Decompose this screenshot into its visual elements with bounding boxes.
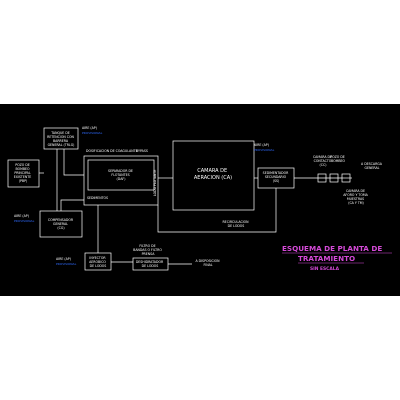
aire-bottom-label: AIRE (AP) (56, 257, 71, 261)
camara-aforo-label: CAMARA DE AFORO Y TOMA MUESTRAS (CA Y TM… (343, 189, 369, 205)
aire-bottom-note: PROVISIONAL (56, 262, 77, 266)
deshidratador-line: DESHIDRATADOR (136, 260, 164, 264)
node-labels: POZO DE BOMBEO PRINCIPAL EXISTENTE (PBP)… (14, 131, 290, 268)
camara-aeracion-label: CAMARA DE AERACION (CA) (194, 168, 232, 181)
tanque-retencion-label: TANQUE DE RETENCION CON BARRERA GENERAL … (47, 131, 75, 147)
compensador-label: COMPENSADOR GENERAL (CG) (48, 218, 74, 230)
contacto-line: CAMARA DE (313, 155, 332, 159)
pozo-right-line: POZO DE (330, 155, 345, 159)
filtro-label: FILTRO DE BANDAS O FILTRO PRENSA (133, 244, 163, 256)
separador-inner-box (87, 159, 155, 191)
pozo-bombeo-right-symbol (329, 173, 339, 183)
separador-line: (DAF) (117, 177, 126, 181)
pozo-right-line: BOMBEO (331, 159, 346, 163)
aforo-line: CAMARA DE (346, 189, 365, 193)
recirculacion-line: DE LODOS (228, 224, 245, 228)
disposicion-label: A DISPOSICION FINAL (195, 259, 220, 267)
deshidratador-label: DESHIDRATADOR DE LODOS (136, 260, 164, 268)
compensador-line: GENERAL (53, 222, 68, 226)
separador-box (83, 155, 159, 206)
sedimentador-line: SEDIMENTADOR (263, 171, 289, 175)
tanque-line: TANQUE DE (50, 131, 70, 135)
sedimentador-line: SECUNDARIO (265, 175, 287, 179)
sedimentador-line: (SS) (273, 179, 280, 183)
aire-top-label: AIRE (AP) (82, 126, 97, 130)
bypass-label: BYPASS (136, 149, 148, 153)
recirculacion-label: RECIRCULACION DE LODOS (222, 220, 249, 228)
aire-left-note: PROVISIONAL (14, 219, 35, 223)
tanque-line: BARRERA (53, 139, 69, 143)
aire-ca-note: PROVISIONAL (254, 148, 275, 152)
pozo-bombeo-label: POZO DE BOMBEO PRINCIPAL EXISTENTE (PBP) (14, 163, 32, 183)
flow-valves (317, 173, 351, 183)
inyector-line: INYECTOR (89, 256, 106, 260)
aire-ca-label: AIRE (AP) (254, 143, 269, 147)
descarga-label: A DESCARGA GENERAL (361, 162, 383, 170)
aforo-line: (CA Y TM) (348, 201, 364, 205)
filtro-line: FILTRO DE (139, 244, 155, 248)
camara-aeracion-box (172, 140, 255, 211)
lodo-flotante-label: LODO FLOTANTE (153, 170, 157, 196)
filtro-line: BANDAS O FILTRO (133, 248, 162, 252)
tanque-retencion-box (43, 127, 79, 150)
sedimentos-label: SEDIMENTOS (87, 196, 108, 200)
tanque-line: RETENCION CON (47, 135, 74, 139)
camara-contacto-label: CAMARA DE CONTACTO (CC) (313, 155, 333, 167)
camara-aforo-symbol (341, 173, 351, 183)
camara-contacto-symbol (317, 173, 327, 183)
sedimentador-label: SEDIMENTADOR SECUNDARIO (SS) (263, 171, 290, 183)
title-block: ESQUEMA DE PLANTA DE TRATAMIENTO SIN ESC… (282, 244, 392, 272)
aire-left-label: AIRE (AP) (14, 214, 29, 218)
pozo-line: BOMBEO (15, 167, 30, 171)
pozo-bombeo-box (7, 159, 40, 188)
disposicion-line: A DISPOSICION (195, 259, 220, 263)
aire-top-note: PROVISIONAL (82, 131, 103, 135)
pozo-line: EXISTENTE (14, 175, 31, 179)
scale-note: SIN ESCALA (310, 266, 340, 272)
descarga-line: A DESCARGA (361, 162, 383, 166)
disposicion-line: FINAL (203, 263, 212, 267)
inyector-label: INYECTOR AEROBICO DE LODOS (89, 256, 107, 268)
compensador-line: COMPENSADOR (48, 218, 74, 222)
tanque-line: GENERAL (TRLG) (48, 143, 75, 147)
coagulante-label: DOSIFICACION DE COAGULANTE (86, 149, 138, 153)
diagram-title-line2: TRATAMIENTO (298, 254, 355, 263)
pozo-line: (PBP) (19, 179, 28, 183)
aux-labels: AIRE (AP) PROVISIONAL DOSIFICACION DE CO… (14, 126, 383, 267)
inyector-line: DE LODOS (90, 264, 107, 268)
deshidratador-line: DE LODOS (142, 264, 159, 268)
camara-line: CAMARA DE (197, 168, 227, 174)
aforo-line: AFORO Y TOMA (343, 193, 368, 197)
camara-line: AERACION (CA) (194, 175, 232, 181)
pozo-line: PRINCIPAL (14, 171, 31, 175)
compensador-line: (CG) (57, 226, 64, 230)
contacto-line: CONTACTO (314, 159, 332, 163)
separador-label: SEPARADOR DE FLOTANTES (DAF) (108, 169, 134, 181)
recirculacion-line: RECIRCULACION (222, 220, 249, 224)
aforo-line: MUESTRAS (347, 197, 364, 201)
separador-line: SEPARADOR DE (108, 169, 133, 173)
pozo-bombeo-right-label: POZO DE BOMBEO (330, 155, 346, 163)
descarga-line: GENERAL (365, 166, 380, 170)
diagram-title-line1: ESQUEMA DE PLANTA DE (282, 244, 382, 253)
separador-line: FLOTANTES (111, 173, 129, 177)
inyector-line: AEROBICO (89, 260, 106, 264)
pozo-line: POZO DE (15, 163, 30, 167)
contacto-line: (CC) (320, 163, 327, 167)
filtro-line: PRENSA (142, 252, 156, 256)
